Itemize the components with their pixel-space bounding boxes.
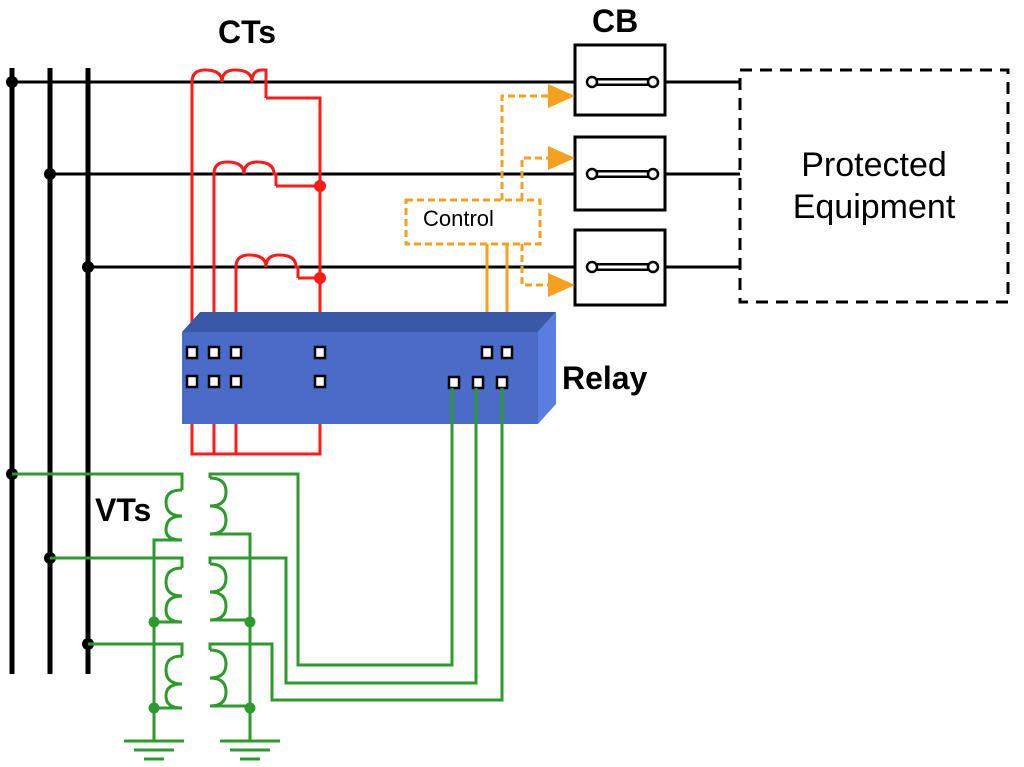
relay-top <box>182 312 556 332</box>
ct-coil-b <box>212 160 278 186</box>
circuit-breaker-a <box>573 43 667 117</box>
cts-label: CTs <box>218 14 277 50</box>
relay-side <box>538 312 556 424</box>
protected-equipment-box <box>738 68 1010 304</box>
busbars <box>9 68 91 674</box>
vt-coil-3-primary <box>164 654 183 710</box>
equipment-line-2: Equipment <box>792 188 956 226</box>
ground-icon-left <box>124 739 184 761</box>
vt-junction-dots <box>148 616 256 714</box>
relay-terminals <box>185 345 514 390</box>
vt-coil-3-secondary <box>209 648 228 708</box>
circuit-breaker-c <box>573 228 667 307</box>
vt-coil-1-primary <box>164 488 183 542</box>
cb-label: CB <box>592 3 639 39</box>
circuit-breakers <box>573 43 667 307</box>
protected-equipment-label: Protected Equipment <box>740 70 1008 302</box>
vts-label: VTs <box>95 492 152 528</box>
ground-icon-right <box>220 739 280 761</box>
relay-label: Relay <box>562 360 648 396</box>
relay-box <box>182 312 556 424</box>
vt-wiring <box>12 388 504 740</box>
vt-coil-2-primary <box>164 566 183 624</box>
control-label: Control <box>423 206 494 231</box>
ct-junction-dots <box>314 180 326 284</box>
equipment-line-1: Protected <box>801 146 947 184</box>
control-box <box>404 198 542 246</box>
ct-coil-a <box>190 68 268 98</box>
vt-coil-1-secondary <box>209 476 228 536</box>
circuit-breaker-b <box>573 135 667 212</box>
vt-coil-2-secondary <box>209 562 228 622</box>
ct-coil-c <box>234 253 300 278</box>
